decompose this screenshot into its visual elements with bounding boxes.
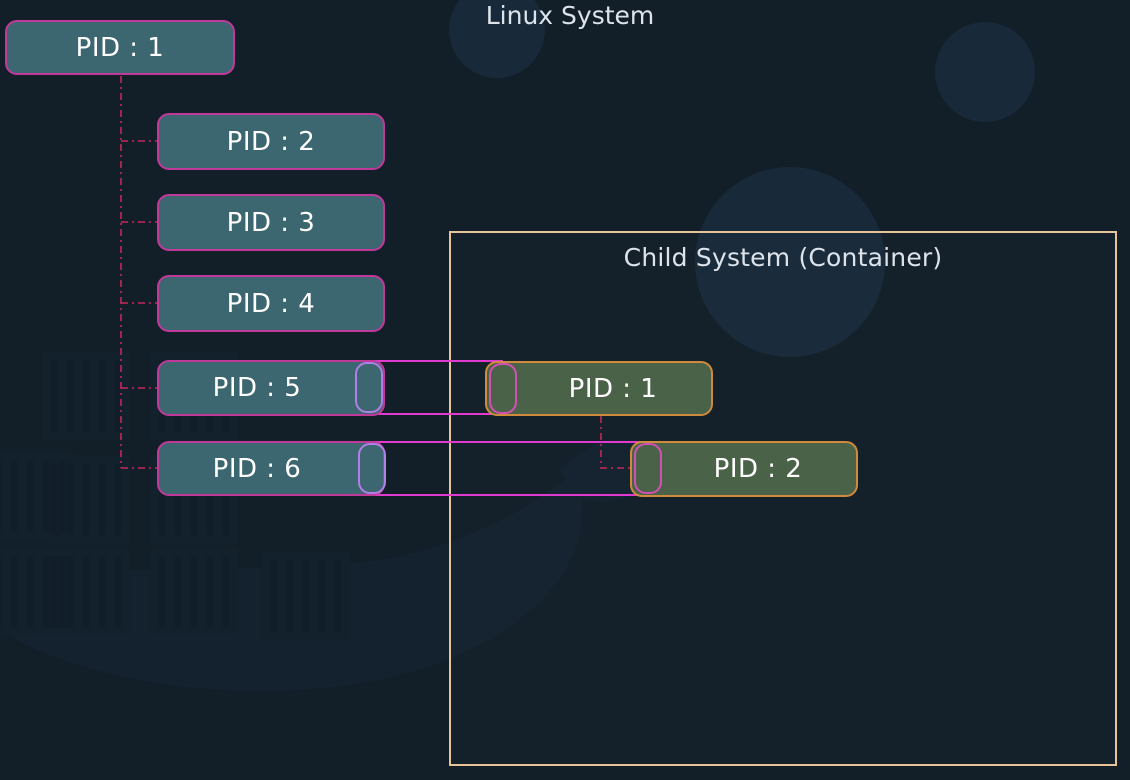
child-system-container-frame xyxy=(449,231,1117,766)
host-process-box-pid-1[interactable]: PID : 1 xyxy=(5,20,235,75)
namespace-handle-host-pid-6[interactable] xyxy=(358,443,386,494)
page-title-linux-system: Linux System xyxy=(485,1,655,30)
guest-process-label: PID : 1 xyxy=(568,373,658,404)
namespace-handle-host-pid-5[interactable] xyxy=(355,362,383,413)
host-process-box-pid-6[interactable]: PID : 6 xyxy=(157,441,385,496)
namespace-link-pid5-to-guest-pid1 xyxy=(369,360,503,415)
host-process-label: PID : 3 xyxy=(226,207,316,238)
host-process-label: PID : 5 xyxy=(212,373,302,403)
guest-process-box-pid-2[interactable]: PID : 2 xyxy=(630,441,858,497)
guest-process-label: PID : 2 xyxy=(713,454,803,484)
host-process-label: PID : 1 xyxy=(75,32,165,63)
host-process-box-pid-5[interactable]: PID : 5 xyxy=(157,360,385,416)
host-process-box-pid-4[interactable]: PID : 4 xyxy=(157,275,385,332)
host-process-label: PID : 6 xyxy=(212,453,302,484)
namespace-handle-guest-pid-2[interactable] xyxy=(634,443,662,494)
host-process-label: PID : 2 xyxy=(226,126,316,157)
namespace-handle-guest-pid-1[interactable] xyxy=(489,363,517,414)
child-system-title: Child System (Container) xyxy=(623,243,943,272)
host-process-tree-edges xyxy=(120,76,157,469)
host-process-label: PID : 4 xyxy=(226,288,316,319)
host-process-box-pid-3[interactable]: PID : 3 xyxy=(157,194,385,251)
guest-process-box-pid-1[interactable]: PID : 1 xyxy=(485,361,713,416)
namespace-link-pid6-to-guest-pid2 xyxy=(372,441,648,496)
guest-process-tree-edge xyxy=(600,416,634,469)
host-process-box-pid-2[interactable]: PID : 2 xyxy=(157,113,385,170)
